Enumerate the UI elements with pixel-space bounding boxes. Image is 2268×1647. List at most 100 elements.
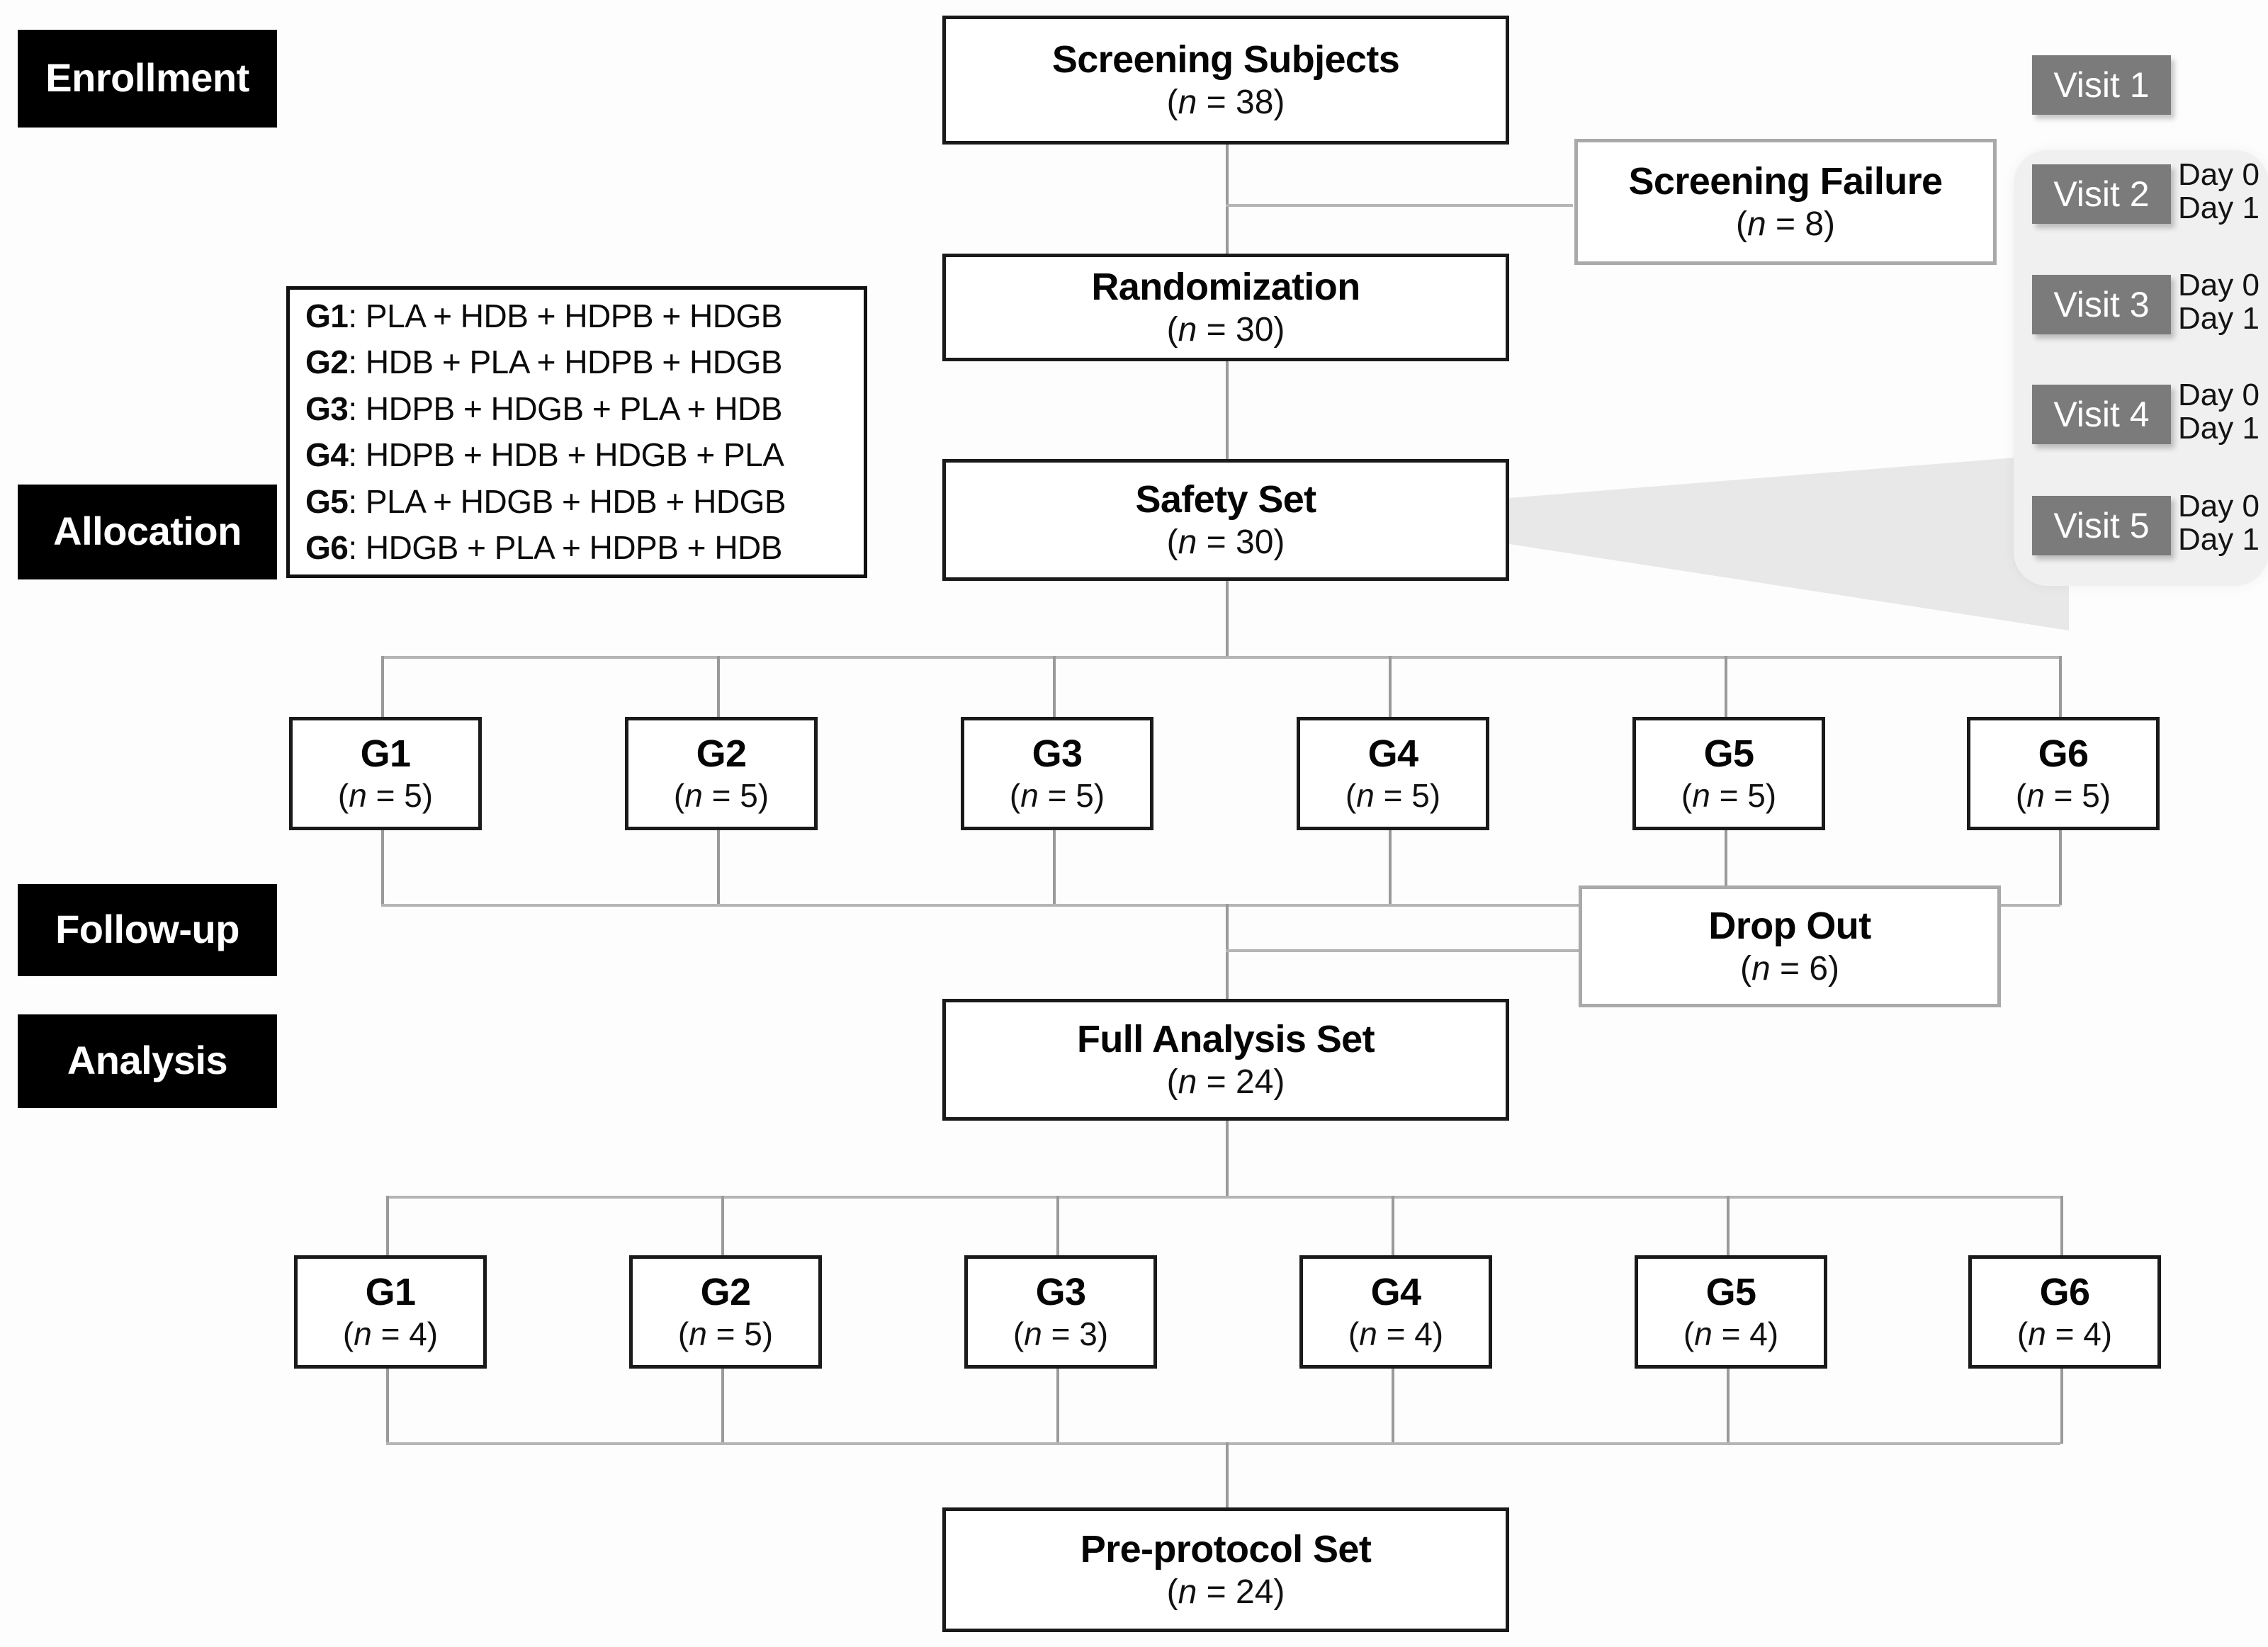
legend-line-g1-group: G1 <box>305 298 349 334</box>
box-drop-out[interactable]: Drop Out (n = 6) <box>1579 885 2001 1007</box>
connector-ana-stub-g1 <box>386 1196 389 1257</box>
connector-alloc-stub-g3 <box>1053 656 1056 717</box>
alloc-group-box-g1-n-text: = 5) <box>376 777 434 815</box>
alloc-group-box-g6-label: G6 <box>2038 732 2089 775</box>
alloc-group-box-g4-n-text: = 5) <box>1383 777 1441 815</box>
box-randomization-title: Randomization <box>1091 265 1360 308</box>
alloc-group-box-g4-label: G4 <box>1367 732 1418 775</box>
visit-chip-2[interactable]: Visit 2 <box>2032 164 2171 224</box>
stage-label-analysis-text: Analysis <box>67 1037 228 1082</box>
legend-line-g2: G2: HDB + PLA + HDPB + HDGB <box>305 346 851 379</box>
analysis-group-box-g6-label: G6 <box>2039 1271 2090 1313</box>
analysis-group-box-g4-label: G4 <box>1370 1271 1421 1313</box>
analysis-bus-top <box>386 1196 2060 1199</box>
visit-2-day-0: Day 0 <box>2178 157 2259 192</box>
connector-ana-out-g2 <box>721 1366 724 1444</box>
alloc-group-box-g5-n-text: = 5) <box>1719 777 1777 815</box>
visit-5-days: Day 0 Day 1 <box>2178 489 2259 556</box>
legend-line-g2-group: G2 <box>305 344 349 381</box>
analysis-group-box-g1[interactable]: G1 (n = 4) <box>294 1255 487 1369</box>
followup-bus <box>381 904 2060 907</box>
stage-label-enrollment-text: Enrollment <box>45 55 249 100</box>
visit-chip-5[interactable]: Visit 5 <box>2032 496 2171 555</box>
box-full-analysis-set-n-text: = 24) <box>1206 1063 1285 1102</box>
alloc-group-box-g3-label: G3 <box>1032 732 1083 775</box>
visit-chip-4[interactable]: Visit 4 <box>2032 385 2171 444</box>
preprotocol-bus <box>386 1442 2060 1445</box>
box-full-analysis-set-title: Full Analysis Set <box>1077 1017 1375 1060</box>
analysis-group-box-g4-n-text: = 4) <box>1386 1315 1444 1353</box>
alloc-group-box-g1[interactable]: G1 (n = 5) <box>289 717 482 830</box>
box-screening-failure[interactable]: Screening Failure (n = 8) <box>1574 139 1997 265</box>
visit-chip-3[interactable]: Visit 3 <box>2032 275 2171 334</box>
box-screening-failure-n-text: = 8) <box>1775 205 1836 244</box>
legend-line-g4: G4: HDPB + HDB + HDGB + PLA <box>305 438 851 472</box>
box-safety-set[interactable]: Safety Set (n = 30) <box>942 459 1509 581</box>
alloc-group-box-g5-n: (n = 5) <box>1681 777 1777 815</box>
connector-alloc-stub-g6 <box>2059 656 2062 717</box>
box-safety-set-title: Safety Set <box>1135 477 1316 521</box>
alloc-group-box-g5[interactable]: G5 (n = 5) <box>1632 717 1825 830</box>
analysis-group-box-g6-n: (n = 4) <box>2016 1315 2113 1353</box>
safety-set-to-visits-funnel <box>1509 453 2069 630</box>
alloc-group-box-g6[interactable]: G6 (n = 5) <box>1967 717 2160 830</box>
connector-ana-stub-g6 <box>2060 1196 2063 1257</box>
connector-alloc-out-g3 <box>1053 827 1056 905</box>
analysis-group-box-g3-n-text: = 3) <box>1051 1315 1109 1353</box>
visit-2-days: Day 0 Day 1 <box>2178 157 2259 225</box>
connector-screening-failure-branch <box>1226 204 1573 207</box>
analysis-group-box-g6[interactable]: G6 (n = 4) <box>1968 1255 2161 1369</box>
legend-line-g1: G1: PLA + HDB + HDPB + HDGB <box>305 300 851 333</box>
connector-alloc-stub-g5 <box>1725 656 1727 717</box>
connector-alloc-stub-g4 <box>1389 656 1392 717</box>
visit-4-day-1: Day 1 <box>2178 410 2259 446</box>
analysis-group-box-g5[interactable]: G5 (n = 4) <box>1635 1255 1827 1369</box>
connector-fas-to-analysis-bus <box>1226 1119 1229 1197</box>
connector-ana-stub-g3 <box>1056 1196 1059 1257</box>
visit-chip-3-label: Visit 3 <box>2053 285 2150 324</box>
analysis-group-box-g2-n: (n = 5) <box>677 1315 774 1353</box>
connector-alloc-out-g5 <box>1725 827 1727 905</box>
connector-ana-out-g5 <box>1727 1366 1730 1444</box>
visit-4-days: Day 0 Day 1 <box>2178 378 2259 446</box>
box-pre-protocol-set[interactable]: Pre-protocol Set (n = 24) <box>942 1507 1509 1632</box>
legend-line-g6: G6: HDGB + PLA + HDPB + HDB <box>305 531 851 565</box>
alloc-group-box-g3[interactable]: G3 (n = 5) <box>961 717 1153 830</box>
alloc-group-box-g4[interactable]: G4 (n = 5) <box>1297 717 1489 830</box>
treatment-sequence-legend: G1: PLA + HDB + HDPB + HDGB G2: HDB + PL… <box>286 286 867 578</box>
box-randomization[interactable]: Randomization (n = 30) <box>942 254 1509 361</box>
alloc-group-box-g2-label: G2 <box>696 732 747 775</box>
connector-screening-to-randomization <box>1226 143 1229 256</box>
alloc-group-box-g2-n-text: = 5) <box>711 777 769 815</box>
legend-line-g6-sequence: : HDGB + PLA + HDPB + HDB <box>348 529 782 567</box>
connector-randomization-to-safety <box>1226 360 1229 460</box>
analysis-group-box-g2[interactable]: G2 (n = 5) <box>629 1255 822 1369</box>
alloc-group-box-g5-label: G5 <box>1703 732 1754 775</box>
stage-label-followup-text: Follow-up <box>55 906 239 951</box>
box-full-analysis-set[interactable]: Full Analysis Set (n = 24) <box>942 999 1509 1121</box>
visit-chip-1[interactable]: Visit 1 <box>2032 55 2171 115</box>
analysis-group-box-g1-n-text: = 4) <box>380 1315 439 1353</box>
visit-5-day-0: Day 0 <box>2178 489 2259 523</box>
visit-chip-2-label: Visit 2 <box>2053 174 2150 214</box>
analysis-group-box-g3[interactable]: G3 (n = 3) <box>964 1255 1157 1369</box>
visit-4-day-0: Day 0 <box>2178 378 2259 412</box>
connector-alloc-out-g2 <box>717 827 720 905</box>
box-screening-subjects[interactable]: Screening Subjects (n = 38) <box>942 16 1509 145</box>
stage-label-followup: Follow-up <box>18 884 277 976</box>
connector-ana-stub-g5 <box>1727 1196 1730 1257</box>
legend-line-g4-group: G4 <box>305 436 349 474</box>
box-safety-set-n: (n = 30) <box>1166 523 1285 562</box>
analysis-group-box-g3-n: (n = 3) <box>1012 1315 1109 1353</box>
alloc-group-box-g2[interactable]: G2 (n = 5) <box>625 717 818 830</box>
connector-followup-to-fas <box>1226 904 1229 1000</box>
connector-alloc-out-g4 <box>1389 827 1392 905</box>
box-screening-failure-n: (n = 8) <box>1735 205 1836 244</box>
box-pre-protocol-set-n-text: = 24) <box>1206 1573 1285 1612</box>
analysis-group-box-g4[interactable]: G4 (n = 4) <box>1299 1255 1492 1369</box>
legend-line-g5: G5: PLA + HDGB + HDB + HDGB <box>305 485 851 519</box>
legend-line-g6-group: G6 <box>305 529 349 567</box>
analysis-group-box-g6-n-text: = 4) <box>2055 1315 2113 1353</box>
alloc-group-box-g2-n: (n = 5) <box>673 777 769 815</box>
